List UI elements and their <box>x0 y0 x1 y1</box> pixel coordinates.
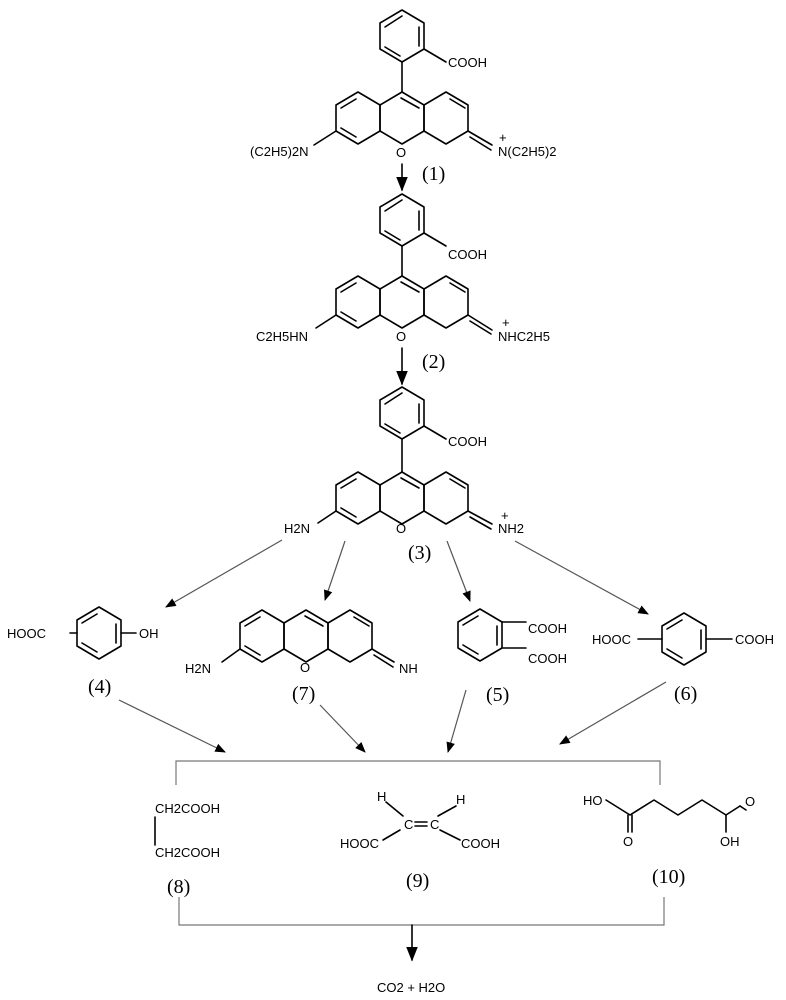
arrow-3-to-4 <box>165 539 283 608</box>
compound-6-right-group: COOH <box>735 632 774 647</box>
compound-9: H H C C HOOC COOH (9) <box>340 789 500 892</box>
compound-10: HO O O OH (10) <box>583 793 755 888</box>
compound-9-right-group: COOH <box>461 836 500 851</box>
compound-7-left-group: H2N <box>185 661 211 676</box>
compound-3-left-group: H2N <box>284 521 310 536</box>
compound-7-oxygen: O <box>300 660 310 675</box>
compound-9-h-left: H <box>377 789 386 804</box>
compound-5-group-top: COOH <box>528 621 567 636</box>
arrow-3-to-6 <box>514 540 649 615</box>
compound-10-bond-right-double <box>739 805 747 811</box>
final-products: CO2 + H2O <box>377 980 445 995</box>
compound-9-c-left: C <box>404 817 413 832</box>
compound-6: HOOC COOH (6) <box>592 612 774 705</box>
compound-7-bonds <box>221 609 395 668</box>
compound-7-right-group: NH <box>399 661 418 676</box>
compound-9-bonds <box>382 801 461 841</box>
arrow-4-to-bracket <box>118 699 226 753</box>
compound-7-number: (7) <box>292 683 315 705</box>
compound-10-number: (10) <box>652 866 685 888</box>
compound-7: O H2N NH (7) <box>185 609 418 705</box>
compound-6-number: (6) <box>674 683 697 705</box>
arrow-3-to-7 <box>324 540 346 602</box>
compound-9-left-group: HOOC <box>340 836 379 851</box>
compound-10-chain <box>605 799 741 816</box>
arrow-3-to-5 <box>446 540 471 603</box>
compound-5-number: (5) <box>486 684 509 706</box>
compound-3-number: (3) <box>408 542 431 564</box>
compound-4-left-group: HOOC <box>7 626 46 641</box>
compound-1-number: (1) <box>422 163 445 185</box>
compound-2-oxygen: O <box>396 329 406 344</box>
compound-1-left-group: (C2H5)2N <box>250 144 309 159</box>
compound-2: COOH O C2H5HN NHC2H5 + (2) <box>256 193 550 373</box>
compound-2-acid: COOH <box>448 247 487 262</box>
compound-3: COOH O H2N NH2 + (3) <box>284 386 524 564</box>
compound-1: COOH O (C2H5)2N N(C2H5)2 + (1) <box>250 9 557 185</box>
bracket-bottom <box>178 897 665 926</box>
compound-9-number: (9) <box>406 870 429 892</box>
compound-1-right-group: N(C2H5)2 <box>498 144 557 159</box>
arrow-6-to-bracket <box>559 681 667 745</box>
compound-9-c-right: C <box>430 817 439 832</box>
compound-8-number: (8) <box>167 876 190 898</box>
compound-10-top-group: HO <box>583 793 603 808</box>
compound-2-bonds <box>315 193 493 335</box>
compound-5-bonds <box>457 608 527 662</box>
compound-10-o-right: O <box>745 794 755 809</box>
compound-4-bonds <box>69 606 137 660</box>
compound-1-bonds <box>313 9 493 151</box>
compound-1-charge: + <box>499 130 507 145</box>
compound-4: HOOC OH (4) <box>7 606 159 698</box>
bracket-top <box>175 760 661 785</box>
arrows-from-compound-3 <box>165 539 649 615</box>
compound-2-charge: + <box>502 315 510 330</box>
compound-3-oxygen: O <box>396 521 406 536</box>
compound-8: CH2COOH CH2COOH (8) <box>154 801 220 898</box>
compound-2-right-group: NHC2H5 <box>498 329 550 344</box>
compound-6-bonds <box>637 612 733 666</box>
compound-1-oxygen: O <box>396 145 406 160</box>
compound-3-right-group: NH2 <box>498 521 524 536</box>
compound-10-oh-right: OH <box>720 834 740 849</box>
compound-3-acid: COOH <box>448 434 487 449</box>
compound-6-left-group: HOOC <box>592 632 631 647</box>
compound-2-number: (2) <box>422 351 445 373</box>
compound-4-right-group: OH <box>139 626 159 641</box>
compound-3-charge: + <box>501 508 509 523</box>
arrows-to-bracket <box>118 681 667 754</box>
compound-2-left-group: C2H5HN <box>256 329 308 344</box>
compound-5-group-bottom: COOH <box>528 651 567 666</box>
compound-9-h-right: H <box>456 792 465 807</box>
arrow-7-to-bracket <box>319 704 366 753</box>
compound-5: COOH COOH (5) <box>457 608 567 706</box>
compound-8-line1: CH2COOH <box>155 801 220 816</box>
compound-8-line2: CH2COOH <box>155 845 220 860</box>
arrow-5-to-bracket <box>446 689 467 754</box>
compound-10-o-left: O <box>623 834 633 849</box>
compound-1-acid: COOH <box>448 55 487 70</box>
compound-4-number: (4) <box>88 676 111 698</box>
compound-3-bonds <box>317 386 493 530</box>
